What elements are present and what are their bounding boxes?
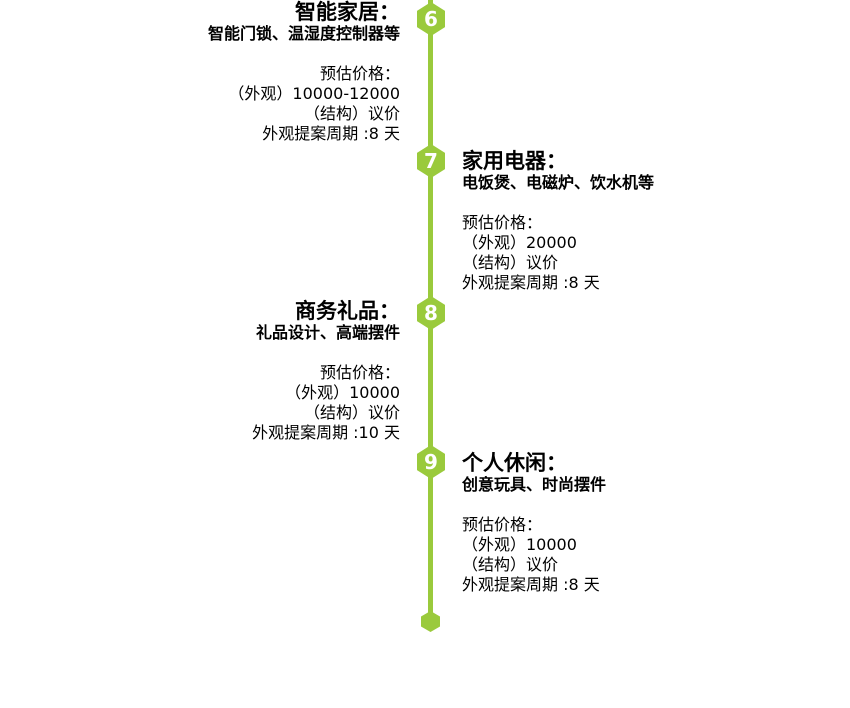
section-details: 预估价格： （外观）10000-12000 （结构）议价 外观提案周期 :8 天 (110, 64, 400, 144)
detail-line: 外观提案周期 :8 天 (462, 575, 600, 594)
detail-line: （结构）议价 (462, 555, 559, 574)
timeline-end-hexagon (421, 611, 440, 632)
detail-line: 外观提案周期 :10 天 (252, 423, 400, 442)
detail-line: 外观提案周期 :8 天 (462, 273, 600, 292)
timeline-section-smart-home: 智能家居： 智能门锁、温湿度控制器等 预估价格： （外观）10000-12000… (110, 0, 400, 144)
detail-line: （外观）10000 (462, 535, 577, 554)
timeline-node-hexagon-6: 6 (417, 2, 445, 36)
timeline-section-personal-leisure: 个人休闲： 创意玩具、时尚摆件 预估价格： （外观）10000 （结构）议价 外… (462, 451, 752, 595)
section-details: 预估价格： （外观）20000 （结构）议价 外观提案周期 :8 天 (462, 213, 752, 293)
timeline-section-home-appliance: 家用电器： 电饭煲、电磁炉、饮水机等 预估价格： （外观）20000 （结构）议… (462, 149, 752, 293)
timeline-node-hexagon-9: 9 (417, 445, 445, 479)
node-number-9: 9 (424, 450, 438, 474)
section-subtitle: 创意玩具、时尚摆件 (462, 475, 607, 494)
node-number-6: 6 (424, 7, 438, 31)
section-details: 预估价格： （外观）10000 （结构）议价 外观提案周期 :8 天 (462, 515, 752, 595)
section-title: 家用电器： (462, 149, 567, 173)
detail-line: （结构）议价 (462, 253, 559, 272)
detail-line: 预估价格： (462, 213, 543, 232)
detail-line: 预估价格： (462, 515, 543, 534)
detail-line: （外观）10000-12000 (228, 84, 400, 103)
node-number-8: 8 (424, 301, 438, 325)
timeline-section-business-gift: 商务礼品： 礼品设计、高端摆件 预估价格： （外观）10000 （结构）议价 外… (110, 299, 400, 443)
timeline-node-hexagon-8: 8 (417, 296, 445, 330)
detail-line: （结构）议价 (303, 403, 400, 422)
detail-line: 预估价格： (319, 363, 400, 382)
section-title: 商务礼品： (295, 299, 400, 323)
detail-line: 预估价格： (319, 64, 400, 83)
section-subtitle: 智能门锁、温湿度控制器等 (207, 24, 400, 43)
section-subtitle: 电饭煲、电磁炉、饮水机等 (462, 173, 655, 192)
section-title: 个人休闲： (462, 451, 567, 475)
section-title: 智能家居： (295, 0, 400, 24)
detail-line: （外观）20000 (462, 233, 577, 252)
node-number-7: 7 (424, 149, 438, 173)
detail-line: （结构）议价 (303, 104, 400, 123)
section-subtitle: 礼品设计、高端摆件 (255, 323, 400, 342)
detail-line: 外观提案周期 :8 天 (262, 124, 400, 143)
timeline-node-hexagon-7: 7 (417, 144, 445, 178)
section-details: 预估价格： （外观）10000 （结构）议价 外观提案周期 :10 天 (110, 363, 400, 443)
detail-line: （外观）10000 (285, 383, 400, 402)
